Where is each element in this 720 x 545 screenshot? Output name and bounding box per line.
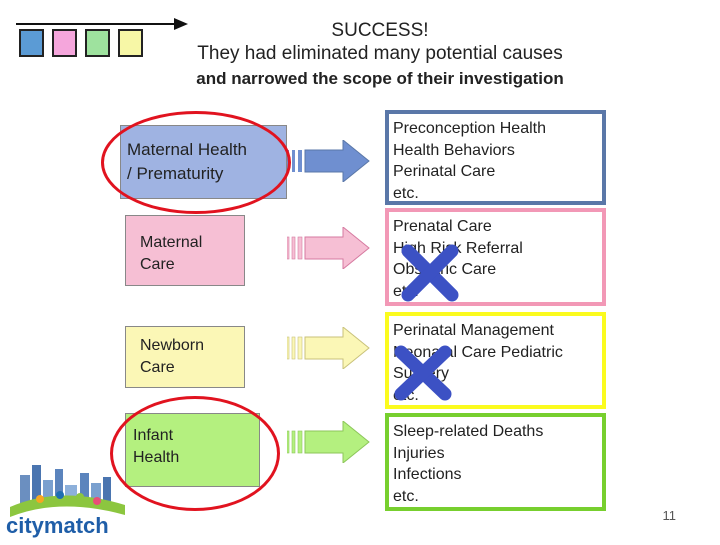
arrow-right-icon <box>287 227 370 269</box>
detail-line: Health Behaviors <box>393 141 515 159</box>
detail-line: Perinatal Management <box>393 322 554 339</box>
slide-number: 11 <box>662 508 677 523</box>
arrow-right-icon <box>287 421 370 463</box>
category-label-line: Care <box>140 256 175 273</box>
city-skyline-icon <box>10 465 125 517</box>
detail-line: High Risk Referral <box>393 239 523 257</box>
detail-line: etc. <box>393 487 419 505</box>
progress-square-4 <box>118 29 143 57</box>
arrow-right-icon <box>287 327 370 369</box>
detail-line: Preconception Health <box>393 120 546 137</box>
detail-line: Sleep-related Deaths <box>393 423 544 440</box>
progress-arrow-icon <box>16 18 188 30</box>
progress-square-1 <box>19 29 44 57</box>
details-infant-health: Sleep-related Deaths Injuries Infections… <box>385 413 606 511</box>
detail-line: etc. <box>393 184 419 202</box>
arrow-right-icon <box>287 140 370 182</box>
category-label-line: Newborn <box>140 337 205 354</box>
logo-text: citymatch <box>6 513 109 538</box>
detail-line: Infections <box>393 466 462 483</box>
detail-line: Injuries <box>393 444 445 462</box>
eliminated-x-icon <box>394 345 452 401</box>
slide-subtitle-bold: and narrowed the scope of their investig… <box>196 69 564 88</box>
eliminated-x-icon <box>401 244 459 302</box>
progress-square-2 <box>52 29 77 57</box>
category-maternal-care: Maternal Care <box>125 215 245 286</box>
slide-subtitle: They had eliminated many potential cause… <box>197 43 563 64</box>
citymatch-logo: citymatch <box>0 455 130 540</box>
highlight-circle <box>110 396 280 511</box>
category-label-line: Care <box>140 359 175 376</box>
slide-title: SUCCESS! <box>331 20 429 41</box>
detail-line: Prenatal Care <box>393 218 492 235</box>
detail-line: Perinatal Care <box>393 163 496 180</box>
details-maternal-health: Preconception Health Health Behaviors Pe… <box>385 110 606 205</box>
progress-square-3 <box>85 29 110 57</box>
category-newborn-care: Newborn Care <box>125 326 245 388</box>
highlight-circle <box>101 111 291 214</box>
category-label-line: Maternal <box>140 234 203 251</box>
